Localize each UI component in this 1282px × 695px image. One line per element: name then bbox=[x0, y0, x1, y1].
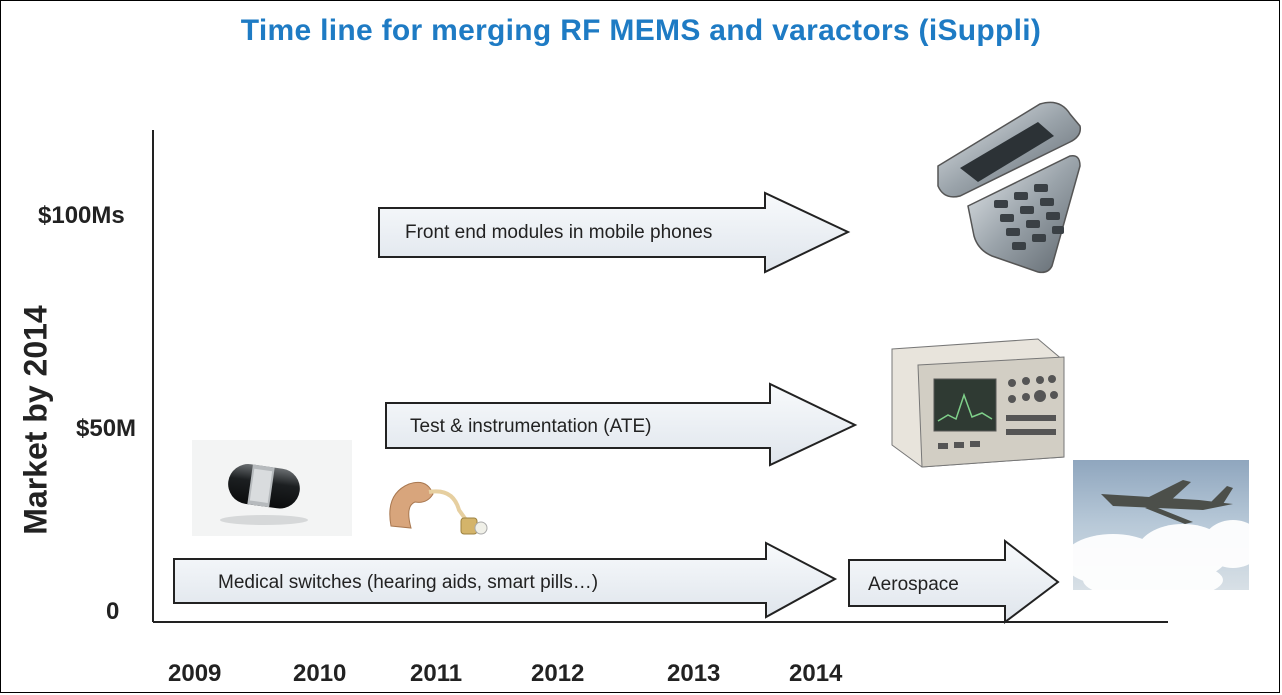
x-tick-2014: 2014 bbox=[789, 660, 843, 687]
arrow-label-front-end: Front end modules in mobile phones bbox=[405, 222, 713, 243]
spectrum-analyzer-image bbox=[891, 338, 1065, 468]
fighter-jet-image bbox=[1073, 460, 1249, 590]
y-tick-100ms: $100Ms bbox=[38, 202, 125, 229]
smart-pill-image bbox=[192, 440, 352, 536]
x-tick-2013: 2013 bbox=[667, 660, 721, 687]
x-tick-2010: 2010 bbox=[293, 660, 347, 687]
arrow-label-medical: Medical switches (hearing aids, smart pi… bbox=[218, 572, 599, 593]
flip-phone-image bbox=[937, 101, 1082, 274]
arrow-medical-switches bbox=[173, 541, 838, 619]
arrow-label-aerospace: Aerospace bbox=[868, 574, 959, 595]
y-tick-0: 0 bbox=[106, 598, 120, 625]
arrow-label-test: Test & instrumentation (ATE) bbox=[410, 416, 652, 437]
arrow-aerospace bbox=[848, 538, 1060, 625]
arrow-test-instrumentation bbox=[385, 382, 858, 467]
x-tick-2012: 2012 bbox=[531, 660, 585, 687]
x-tick-2011: 2011 bbox=[410, 660, 463, 687]
arrow-front-end-modules bbox=[378, 191, 851, 274]
x-tick-2009: 2009 bbox=[168, 660, 222, 687]
y-tick-50m: $50M bbox=[76, 415, 137, 442]
hearing-aid-image bbox=[389, 481, 488, 535]
page-title: Time line for merging RF MEMS and varact… bbox=[240, 14, 1042, 47]
